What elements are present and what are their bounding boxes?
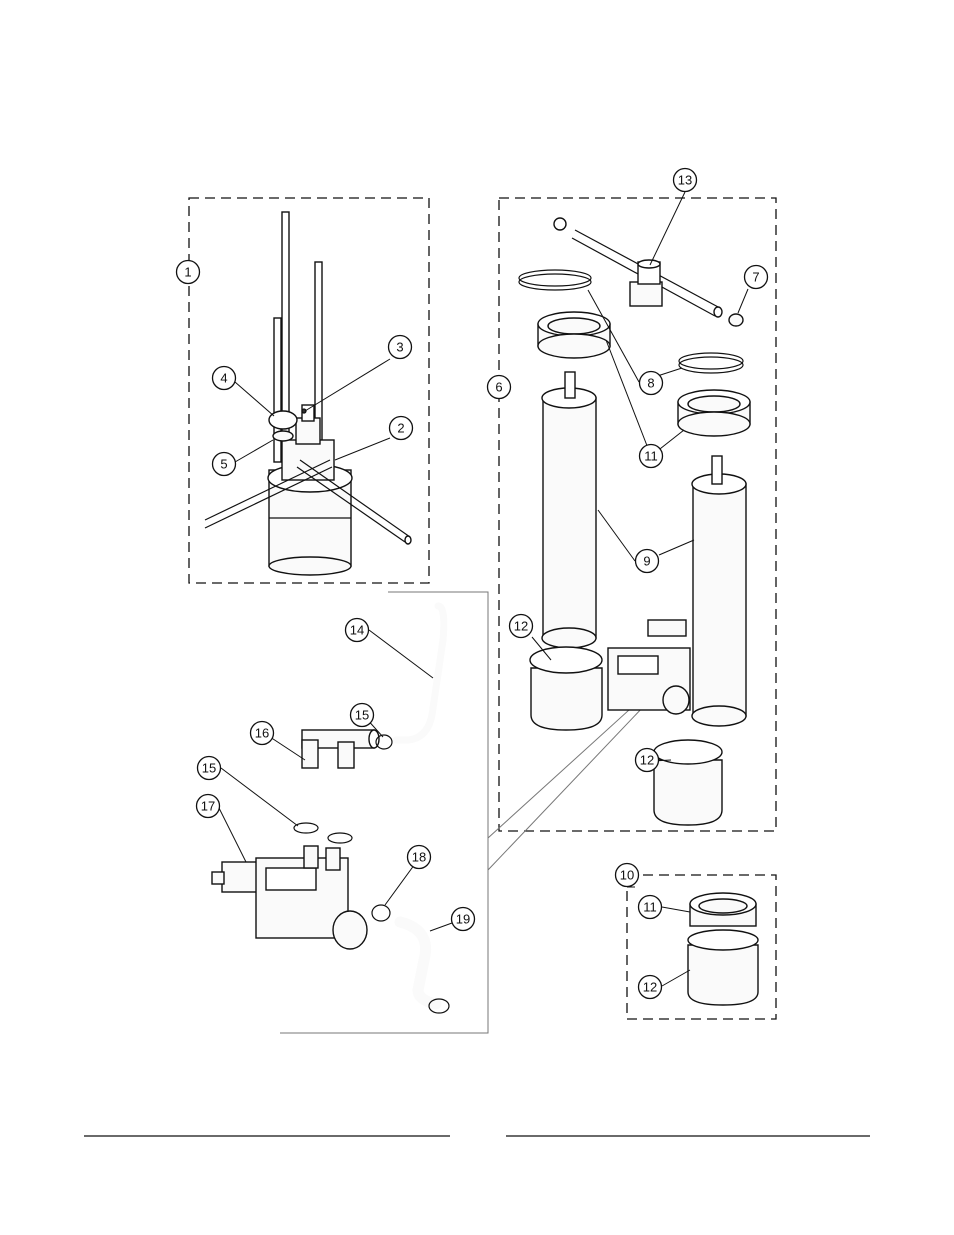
svg-text:1: 1 [184, 265, 191, 280]
clip-7 [729, 314, 743, 326]
callout-5: 5 [213, 453, 236, 476]
callout-17: 17 [197, 795, 220, 818]
hose-14-inner [396, 606, 444, 740]
callout-2: 2 [390, 417, 413, 440]
detail-frame [280, 592, 488, 1033]
svg-text:7: 7 [752, 270, 759, 285]
callout-15-lower: 15 [198, 757, 221, 780]
svg-text:12: 12 [643, 980, 657, 995]
clamp-15-b [294, 823, 318, 833]
svg-text:16: 16 [255, 726, 269, 741]
valve-block-17 [212, 846, 367, 949]
svg-text:9: 9 [643, 554, 650, 569]
svg-text:15: 15 [355, 708, 369, 723]
callout-8: 8 [640, 372, 663, 395]
svg-text:19: 19 [456, 912, 470, 927]
callout-14: 14 [346, 619, 369, 642]
ring-cup-set-10 [688, 893, 758, 1005]
svg-text:17: 17 [201, 799, 215, 814]
svg-text:2: 2 [397, 421, 404, 436]
svg-text:6: 6 [495, 380, 502, 395]
callout-11-upper: 11 [640, 445, 663, 468]
callout-13: 13 [674, 169, 697, 192]
svg-text:13: 13 [678, 173, 692, 188]
svg-text:11: 11 [644, 449, 658, 464]
svg-text:12: 12 [514, 619, 528, 634]
callout-11-lower: 11 [639, 896, 662, 919]
callout-16: 16 [251, 722, 274, 745]
callout-7: 7 [745, 266, 768, 289]
callout-1: 1 [177, 261, 200, 284]
svg-text:8: 8 [647, 376, 654, 391]
svg-text:15: 15 [202, 761, 216, 776]
callout-12-right: 12 [636, 749, 659, 772]
callout-6: 6 [488, 376, 511, 399]
valve-block-upper [608, 620, 690, 714]
callout-19: 19 [452, 908, 475, 931]
svg-text:10: 10 [620, 868, 634, 883]
callout-15-upper: 15 [351, 704, 374, 727]
clamp-15-c [328, 833, 352, 843]
tank-assembly [205, 212, 411, 575]
svg-text:5: 5 [220, 457, 227, 472]
clamp-18 [372, 905, 390, 921]
callout-3: 3 [389, 336, 412, 359]
hose-19-inner [400, 922, 436, 1004]
svg-text:4: 4 [220, 371, 227, 386]
svg-text:14: 14 [350, 623, 364, 638]
svg-text:11: 11 [643, 900, 657, 915]
elbow-fitting-16 [302, 730, 379, 768]
callout-4: 4 [213, 367, 236, 390]
callout-10: 10 [616, 864, 639, 887]
callout-18: 18 [408, 846, 431, 869]
callout-9: 9 [636, 550, 659, 573]
svg-text:18: 18 [412, 850, 426, 865]
svg-text:3: 3 [396, 340, 403, 355]
svg-text:12: 12 [640, 753, 654, 768]
callout-12-left: 12 [510, 615, 533, 638]
callout-12-box10: 12 [639, 976, 662, 999]
solenoid-valve-13 [554, 218, 722, 317]
